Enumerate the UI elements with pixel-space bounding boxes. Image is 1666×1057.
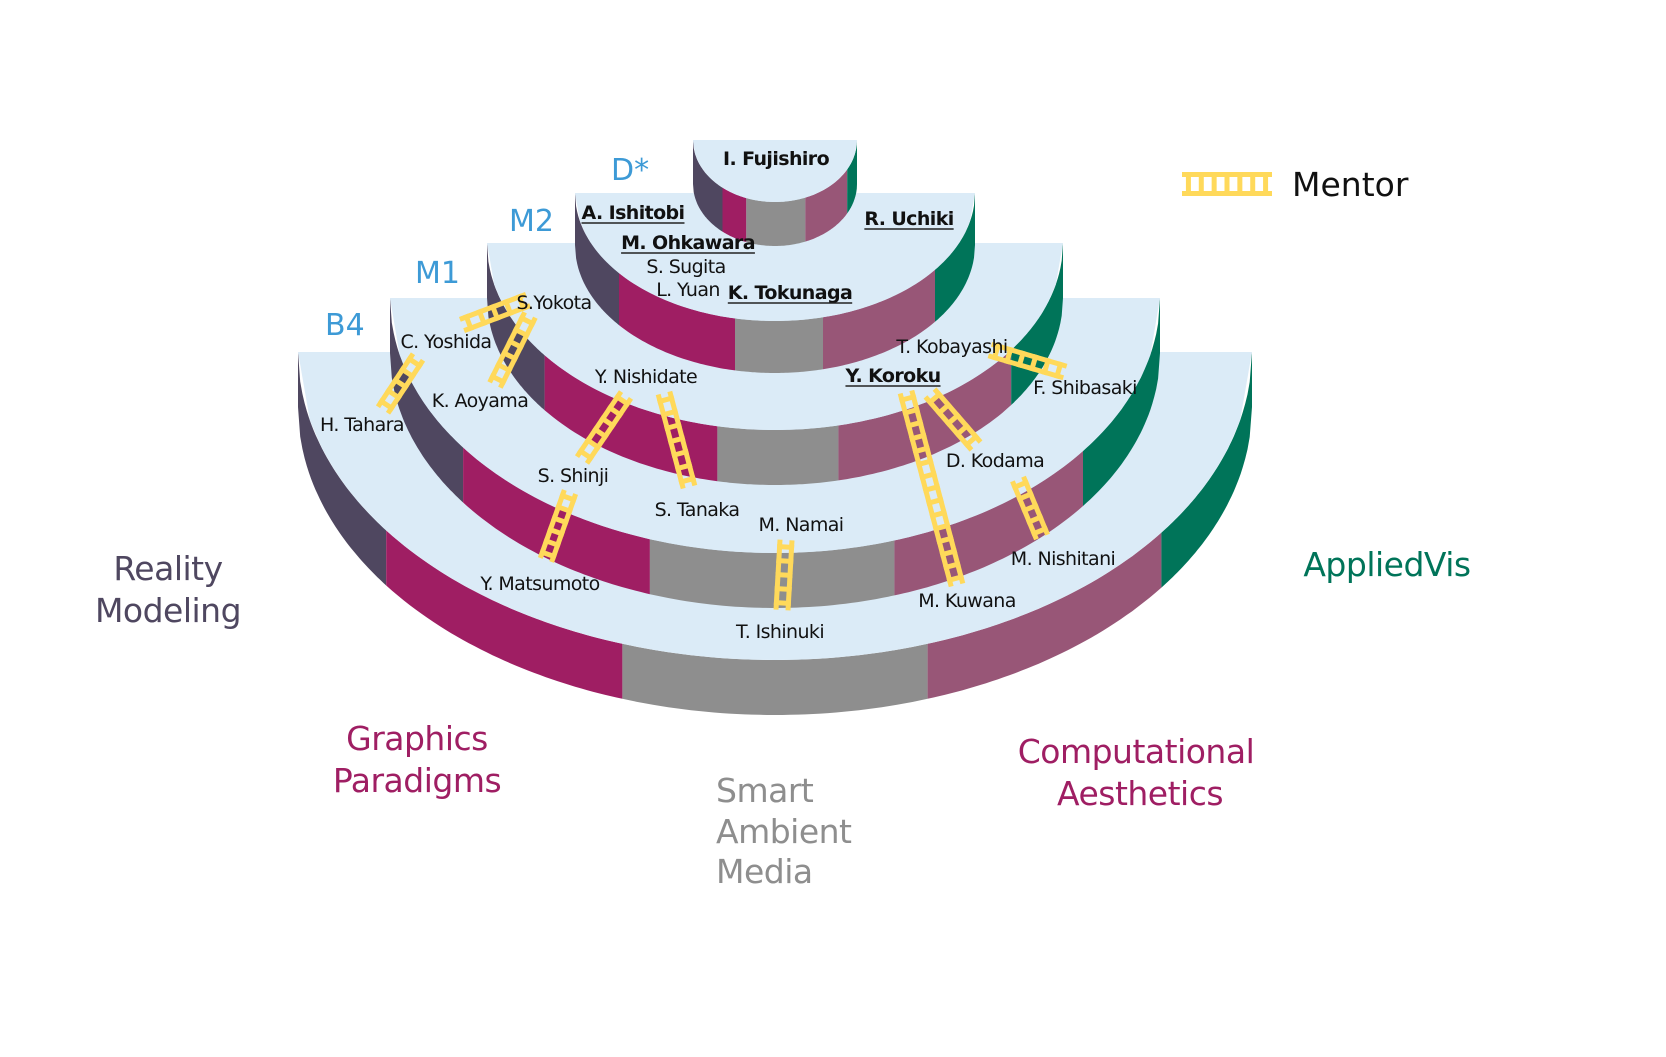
mentor-ladder [987,341,1068,381]
group-label-line: Computational [1018,732,1255,771]
mentor-ladder [923,387,983,452]
group-label-line: Reality [113,549,222,588]
group-label-line: Aesthetics [1057,774,1223,813]
group-label-line: Graphics [346,719,488,758]
tier-band-appliedvis [1083,298,1160,506]
mentor-ladder [773,539,795,611]
tier-band-smart-ambient-media [622,643,928,715]
person-y-koroku: Y. Koroku [844,365,940,387]
person-s-sugita: S. Sugita [646,256,725,278]
person-l-yuan: L. Yuan [656,279,720,301]
tier-band-smart-ambient-media [746,197,806,246]
tier-label-m1: M1 [415,256,460,291]
tier-band-reality-modeling [575,193,619,326]
group-label-graphics-paradigms: Graphics Paradigms [333,719,502,800]
person-a-ishitobi: A. Ishitobi [582,202,685,224]
tier-band-computational-aesthetics [838,350,1012,481]
tier-top-face [693,140,857,202]
group-label-computational-aesthetics: Computational Aesthetics [1018,732,1255,813]
group-label-line: Smart [716,771,814,810]
person-m-namai: M. Namai [759,514,844,536]
group-label-reality-modeling: Reality Modeling [95,549,242,630]
tier-top-face [575,193,975,321]
person-k-tokunaga: K. Tokunaga [728,282,852,304]
tier-band-graphics-paradigms [722,187,747,243]
legend: Mentor [1182,165,1409,204]
person-m-nishitani: M. Nishitani [1011,548,1115,570]
tier-band-computational-aesthetics [805,169,848,242]
person-i-fujishiro: I. Fujishiro [723,148,830,170]
tiers-layer [298,140,1252,715]
group-label-line: Ambient [716,812,852,851]
tier-band-reality-modeling [693,140,723,232]
group-label-line: Media [716,852,813,891]
tier-band-graphics-paradigms [386,530,623,699]
person-y-matsumoto: Y. Matsumoto [479,573,599,595]
person-m-kuwana: M. Kuwana [918,590,1016,612]
tier-band-smart-ambient-media [717,425,839,485]
legend-mentor-label: Mentor [1292,165,1409,204]
tier-label-d: D* [611,153,649,188]
person-s-yokota: S.Yokota [516,292,591,314]
mentor-ladder [655,390,698,490]
group-label-appliedvis: AppliedVis [1303,545,1471,584]
tier-band-graphics-paradigms [619,273,735,371]
person-y-nishidate: Y. Nishidate [594,366,697,388]
person-s-tanaka: S. Tanaka [655,499,740,521]
tier-band-appliedvis [847,140,857,214]
mentor-ladder [1010,475,1050,541]
tier-band-smart-ambient-media [735,317,823,373]
person-h-tahara: H. Tahara [320,414,404,436]
person-t-kobayashi: T. Kobayashi [895,336,1007,358]
group-label-smart-ambient-media: Smart Ambient Media [716,771,853,891]
group-label-line: AppliedVis [1303,545,1470,584]
mentor-ladder [375,352,426,415]
tier-d [575,193,975,373]
group-label-line: Paradigms [333,761,501,800]
person-r-uchiki: R. Uchiki [864,208,953,230]
ladder-icon-shape [1182,172,1272,196]
mentor-ladder [537,489,579,563]
person-c-yoshida: C. Yoshida [401,331,492,353]
tier-band-appliedvis [935,193,975,322]
tier-band-computational-aesthetics [927,532,1162,699]
person-m-ohkawara: M. Ohkawara [621,232,755,254]
tier-band-reality-modeling [390,298,464,503]
mentor-ladder [458,292,532,333]
group-label-line: Modeling [95,591,241,630]
person-k-aoyama: K. Aoyama [432,390,528,412]
mentor-ladder [487,311,538,389]
tier-label-b4: B4 [325,308,365,343]
tier-band-appliedvis [1161,352,1252,588]
mentor-ladder [574,390,634,465]
tier-band-smart-ambient-media [649,539,895,608]
tier-prof [693,140,857,246]
person-f-shibasaki: F. Shibasaki [1033,377,1137,399]
person-s-shinji: S. Shinji [538,465,609,487]
tier-band-reality-modeling [298,352,387,586]
ladder-icon [1182,172,1272,196]
person-d-kodama: D. Kodama [946,450,1044,472]
tier-label-m2: M2 [509,204,554,239]
tier-band-computational-aesthetics [823,269,935,370]
person-t-ishinuki: T. Ishinuki [735,621,824,643]
mentor-ladders-layer [375,292,1068,611]
mentor-ladder [897,389,966,588]
